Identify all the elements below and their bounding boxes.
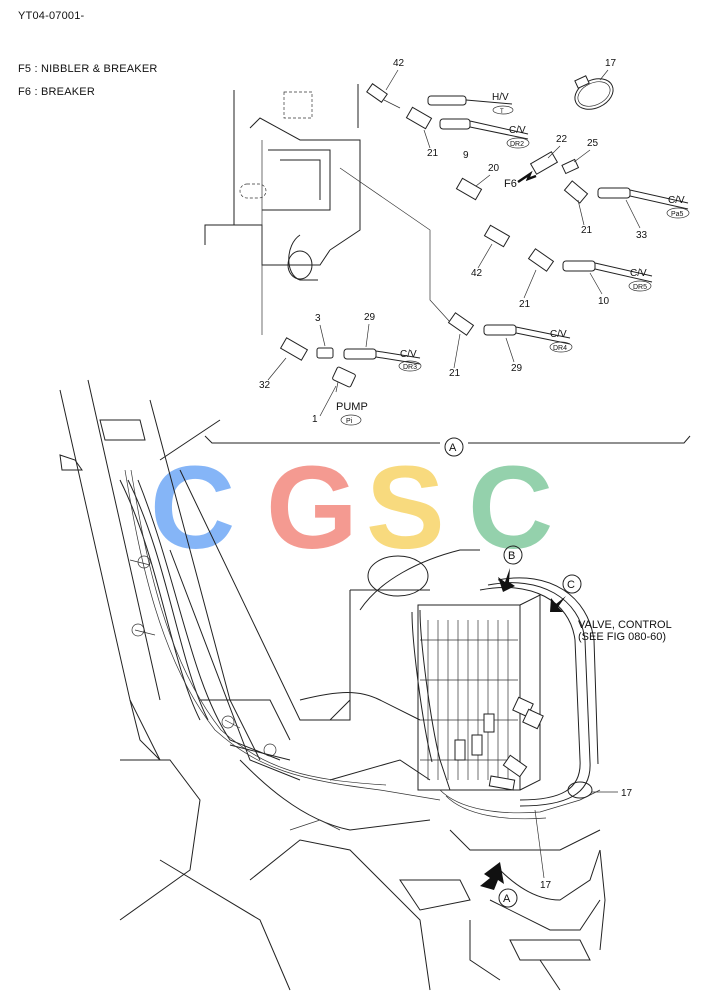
callout-32: 32 bbox=[259, 380, 271, 391]
label-cv-dr4: C/V bbox=[550, 329, 567, 340]
tag-t bbox=[492, 105, 514, 115]
svg-text:C: C bbox=[567, 579, 575, 591]
fitting-21a bbox=[405, 106, 433, 130]
hose-10-dr5 bbox=[562, 260, 653, 283]
svg-text:Pi: Pi bbox=[346, 418, 353, 425]
watermark: C G S C bbox=[150, 442, 553, 574]
svg-text:B: B bbox=[508, 550, 515, 562]
legend-f5: F5 : NIBBLER & BREAKER bbox=[18, 63, 158, 75]
callout-17a: 17 bbox=[605, 58, 617, 69]
legend-f6: F6 : BREAKER bbox=[18, 86, 95, 98]
watermark-letter: C bbox=[150, 442, 235, 574]
watermark-letter: G bbox=[266, 442, 358, 574]
elbow-1 bbox=[332, 366, 356, 393]
hose-29a-dr3 bbox=[343, 348, 421, 365]
hose-9-dr2 bbox=[439, 118, 529, 140]
callout-20: 20 bbox=[488, 163, 500, 174]
callout-1: 1 bbox=[312, 414, 318, 425]
label-pump: PUMP bbox=[336, 401, 368, 413]
callout-42b: 42 bbox=[471, 268, 483, 279]
valve-fig-ref: (SEE FIG 080-60) bbox=[578, 631, 666, 643]
view-a-label: A bbox=[449, 442, 457, 454]
fitting-25 bbox=[561, 158, 580, 175]
svg-text:T: T bbox=[500, 109, 504, 115]
fitting-42a bbox=[366, 83, 401, 109]
view-arrow-a: A bbox=[480, 862, 518, 908]
label-cv-pa5: C/V bbox=[668, 195, 685, 206]
hose-hv bbox=[427, 95, 513, 106]
drawing-code: YT04-07001- bbox=[18, 10, 85, 22]
svg-text:DR5: DR5 bbox=[633, 284, 647, 291]
svg-text:Pa5: Pa5 bbox=[671, 211, 684, 218]
callout-21a: 21 bbox=[427, 148, 439, 159]
control-valve bbox=[411, 577, 601, 820]
f6-arrow bbox=[517, 170, 537, 184]
fitting-32 bbox=[279, 337, 309, 361]
watermark-letter: C bbox=[468, 442, 553, 574]
detail-a-bracket bbox=[204, 435, 691, 444]
callout-22: 22 bbox=[556, 134, 568, 145]
tank bbox=[329, 549, 480, 721]
fitting-3 bbox=[316, 347, 334, 359]
svg-text:DR4: DR4 bbox=[553, 345, 567, 352]
boom-hoses bbox=[124, 469, 441, 801]
label-hv: H/V bbox=[492, 92, 509, 103]
callout-f6: F6 bbox=[504, 178, 517, 190]
mounting-bracket bbox=[204, 84, 451, 335]
svg-text:A: A bbox=[503, 893, 511, 905]
label-cv-dr3: C/V bbox=[400, 349, 417, 360]
fitting-21b bbox=[563, 180, 589, 204]
callout-42a: 42 bbox=[393, 58, 405, 69]
lower-frame bbox=[399, 829, 606, 991]
callout-10: 10 bbox=[598, 296, 610, 307]
svg-text:DR2: DR2 bbox=[510, 141, 524, 148]
callout-9: 9 bbox=[463, 150, 469, 161]
view-arrow-b: B bbox=[498, 545, 523, 592]
watermark-letter: S bbox=[366, 442, 445, 574]
fitting-42b bbox=[483, 224, 511, 248]
label-cv-dr2: C/V bbox=[509, 125, 526, 136]
callout-17c: 17 bbox=[540, 880, 552, 891]
callout-17b: 17 bbox=[621, 788, 633, 799]
callout-33: 33 bbox=[636, 230, 648, 241]
label-cv-dr5: C/V bbox=[630, 268, 647, 279]
callout-29b: 29 bbox=[511, 363, 523, 374]
view-arrow-c: C bbox=[550, 574, 582, 612]
fitting-22 bbox=[529, 151, 559, 175]
callout-21b: 21 bbox=[581, 225, 593, 236]
callout-29a: 29 bbox=[364, 312, 376, 323]
fitting-20 bbox=[455, 177, 483, 201]
callout-21d: 21 bbox=[449, 368, 461, 379]
valve-label: VALVE, CONTROL bbox=[578, 619, 672, 631]
band-clamp-17 bbox=[574, 75, 614, 110]
fitting-21d bbox=[447, 312, 475, 336]
callout-25: 25 bbox=[587, 138, 599, 149]
hose-33-pa5 bbox=[597, 187, 689, 210]
fitting-21c bbox=[527, 248, 555, 272]
callout-3: 3 bbox=[315, 313, 321, 324]
svg-text:DR3: DR3 bbox=[403, 364, 417, 371]
boom-structure bbox=[59, 379, 431, 991]
callout-21c: 21 bbox=[519, 299, 531, 310]
